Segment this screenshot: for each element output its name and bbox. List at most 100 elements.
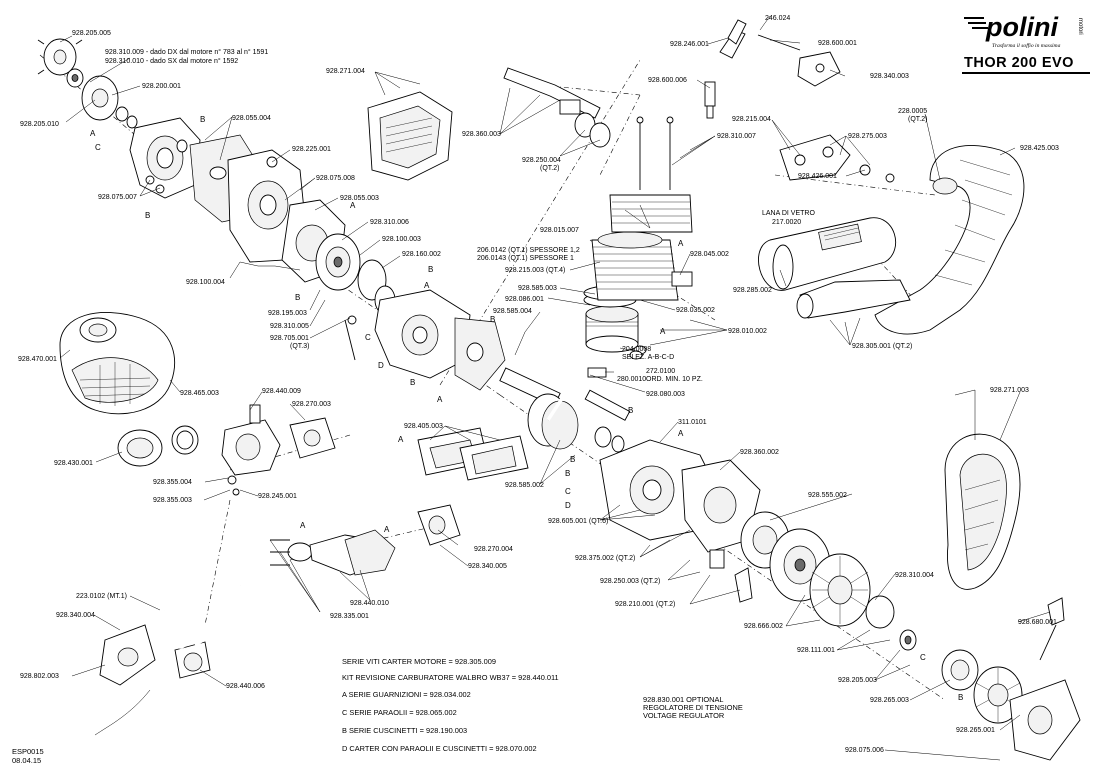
note-gasket-set: A SERIE GUARNIZIONI = 928.034.002 xyxy=(342,690,471,699)
air-filter-part xyxy=(59,311,199,467)
ref-b: B xyxy=(570,455,575,464)
logo-wordmark: polini xyxy=(985,12,1058,42)
label-928-440-009: 928.440.009 xyxy=(262,388,301,395)
label-928-405-003: 928.405.003 xyxy=(404,423,443,430)
label-928-465-003: 928.465.003 xyxy=(180,390,219,397)
label-928-250-003: 928.250.003 (QT.2) xyxy=(600,578,660,585)
part-number-labels: 928.205.005 928.310.009 - dado DX dal mo… xyxy=(18,15,1059,754)
label-928-271-004: 928.271.004 xyxy=(326,68,365,75)
ref-c: C xyxy=(920,653,926,662)
label-928-310-007: 928.310.007 xyxy=(717,133,756,140)
ref-a: A xyxy=(678,429,684,438)
ref-a: A xyxy=(300,521,306,530)
ref-d: D xyxy=(378,361,384,370)
label-928-340-004: 928.340.004 xyxy=(56,612,95,619)
label-280-0010: 280.0010 xyxy=(617,376,646,383)
label-928-310-010: 928.310.010 - dado SX dal motore n° 1592 xyxy=(105,57,238,65)
label-928-310-005: 928.310.005 xyxy=(270,323,309,330)
note-carb-kit: KIT REVISIONE CARBURATORE WALBRO WB37 = … xyxy=(342,673,559,682)
label-928-360-003: 928.360.003 xyxy=(462,131,501,138)
label-928-055-004: 928.055.004 xyxy=(232,115,271,122)
ref-b: B xyxy=(565,469,570,478)
ref-b: B xyxy=(428,265,433,274)
label-928-305-001: 928.305.001 (QT.2) xyxy=(852,343,912,350)
label-928-111-001: 928.111.001 xyxy=(797,647,835,654)
exhaust-pipe-part xyxy=(796,144,1025,335)
ref-b: B xyxy=(145,211,150,220)
label-928-440-006: 928.440.006 xyxy=(226,683,265,690)
label-928-285-002: 928.285.002 xyxy=(733,287,772,294)
label-928-600-001: 928.600.001 xyxy=(818,40,857,47)
reed-valve-part xyxy=(417,427,529,481)
label-928-335-001: 928.335.001 xyxy=(330,613,369,620)
document-code: ESP0015 xyxy=(12,747,44,756)
ref-c: C xyxy=(365,333,371,342)
label-928-086-001: 928.086.001 xyxy=(505,296,544,303)
note-screw-set: SERIE VITI CARTER MOTORE = 928.305.009 xyxy=(342,657,496,666)
clutch-hub-part xyxy=(37,38,138,129)
label-928-430-001: 928.430.001 xyxy=(54,460,93,467)
label-928-215-003: 928.215.003 (QT.4) xyxy=(505,267,565,274)
ref-c: C xyxy=(95,143,101,152)
label-928-215-004: 928.215.004 xyxy=(732,116,771,123)
model-title: THOR 200 EVO xyxy=(964,55,1074,71)
label-928-100-004: 928.100.004 xyxy=(186,279,225,286)
label-928-605-001: 928.605.001 (QT.6) xyxy=(548,518,608,525)
label-928-246-001: 928.246.001 xyxy=(670,41,709,48)
label-928-802-003: 928.802.003 xyxy=(20,673,59,680)
label-928-585-004: 928.585.004 xyxy=(493,308,532,315)
label-928-426-001: 928.426.001 xyxy=(798,173,837,180)
label-928-310-006: 928.310.006 xyxy=(370,219,409,226)
label-928-045-002: 928.045.002 xyxy=(690,251,729,258)
label-928-250-004-qty: (QT.2) xyxy=(540,165,559,172)
label-928-705-001-qty: (QT.3) xyxy=(290,343,309,350)
label-928-666-002: 928.666.002 xyxy=(744,623,783,630)
label-928-205-010: 928.205.010 xyxy=(20,121,59,128)
label-928-310-009: 928.310.009 - dado DX dal motore n° 783 … xyxy=(105,48,268,56)
label-928-270-004: 928.270.004 xyxy=(474,546,513,553)
label-928-360-002: 928.360.002 xyxy=(740,449,779,456)
lower-intake-part xyxy=(270,504,461,576)
label-928-250-004: 928.250.004 xyxy=(522,157,561,164)
stator-part xyxy=(709,511,831,603)
label-928-015-007: 928.015.007 xyxy=(540,227,579,234)
engine-shroud-part xyxy=(367,91,453,181)
fan-shroud-part xyxy=(944,433,1021,590)
label-928-705-001: 928.705.001 xyxy=(270,335,309,342)
ref-a: A xyxy=(398,435,404,444)
label-928-555-002: 928.555.002 xyxy=(808,492,847,499)
label-928-245-001: 928.245.001 xyxy=(258,493,297,500)
fan-part xyxy=(809,553,917,651)
note-crankcase-set: D CARTER CON PARAOLII E CUSCINETTI = 928… xyxy=(342,744,537,753)
silencer-part xyxy=(758,217,897,291)
label-928-100-003: 928.100.003 xyxy=(382,236,421,243)
crankcase-center-part xyxy=(344,289,506,391)
ref-a: A xyxy=(660,327,666,336)
label-228-0005-qty: (QT.2) xyxy=(908,116,927,123)
label-928-600-006: 928.600.006 xyxy=(648,77,687,84)
label-217-0020: 217.0020 xyxy=(772,219,801,226)
label-928-265-003: 928.265.003 xyxy=(870,697,909,704)
label-928-425-003: 928.425.003 xyxy=(1020,145,1059,152)
reference-letters: A C B B A B A B C D B B A A A A B B B C … xyxy=(90,115,963,702)
label-928-355-003: 928.355.003 xyxy=(153,497,192,504)
ref-c: C xyxy=(565,487,571,496)
label-928-585-003: 928.585.003 xyxy=(518,285,557,292)
label-204-0008: 204.0008 xyxy=(622,346,651,353)
brand-block: polini motori Trasforma il soffio in mas… xyxy=(962,10,1090,74)
label-228-0005: 228.0005 xyxy=(898,108,927,115)
crankshaft-part xyxy=(499,328,631,453)
label-928-340-005: 928.340.005 xyxy=(468,563,507,570)
ref-a: A xyxy=(350,201,356,210)
clutch-cover-part xyxy=(129,117,201,199)
label-selez-abcd: SELEZ. A-B-C-D xyxy=(622,354,674,361)
optional-name-it: REGOLATORE DI TENSIONE xyxy=(643,703,743,712)
label-928-200-001: 928.200.001 xyxy=(142,83,181,90)
ref-b: B xyxy=(958,693,963,702)
ref-b: B xyxy=(410,378,415,387)
starter-part xyxy=(941,597,1081,761)
polini-logo-icon: polini motori Trasforma il soffio in mas… xyxy=(964,12,1083,49)
ref-b: B xyxy=(295,293,300,302)
label-928-680-001: 928.680.001 xyxy=(1018,619,1057,626)
label-928-075-008: 928.075.008 xyxy=(316,175,355,182)
